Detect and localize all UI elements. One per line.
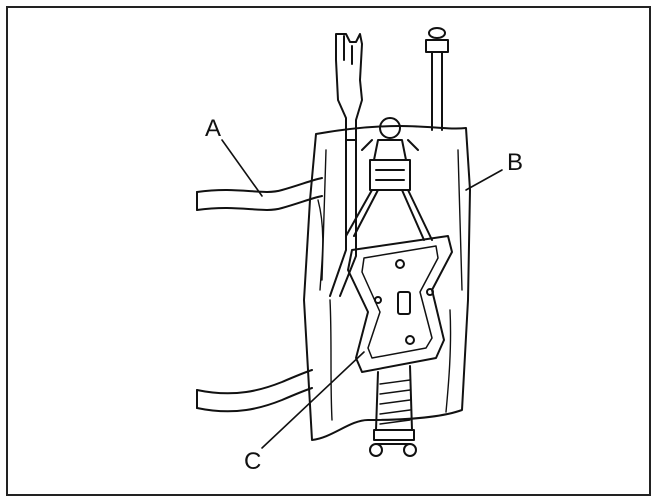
bag-folds	[317, 149, 463, 421]
figure-frame	[6, 6, 651, 496]
wheel-brace-rod	[425, 27, 449, 131]
strap-upper	[196, 177, 323, 211]
callout-b: B	[507, 149, 524, 176]
jack-arms	[345, 189, 433, 241]
jack-screw	[369, 365, 417, 457]
jack-handle	[329, 33, 363, 297]
leader-lines	[221, 139, 503, 449]
bag-outline	[303, 125, 471, 441]
jack-head	[361, 117, 419, 191]
callout-a: A	[205, 115, 222, 142]
jack-base-plate	[347, 235, 453, 373]
leader-c	[261, 351, 365, 449]
callout-c: C	[244, 448, 262, 475]
leader-b	[465, 169, 503, 191]
leader-a	[221, 139, 263, 197]
strap-lower	[196, 369, 313, 413]
